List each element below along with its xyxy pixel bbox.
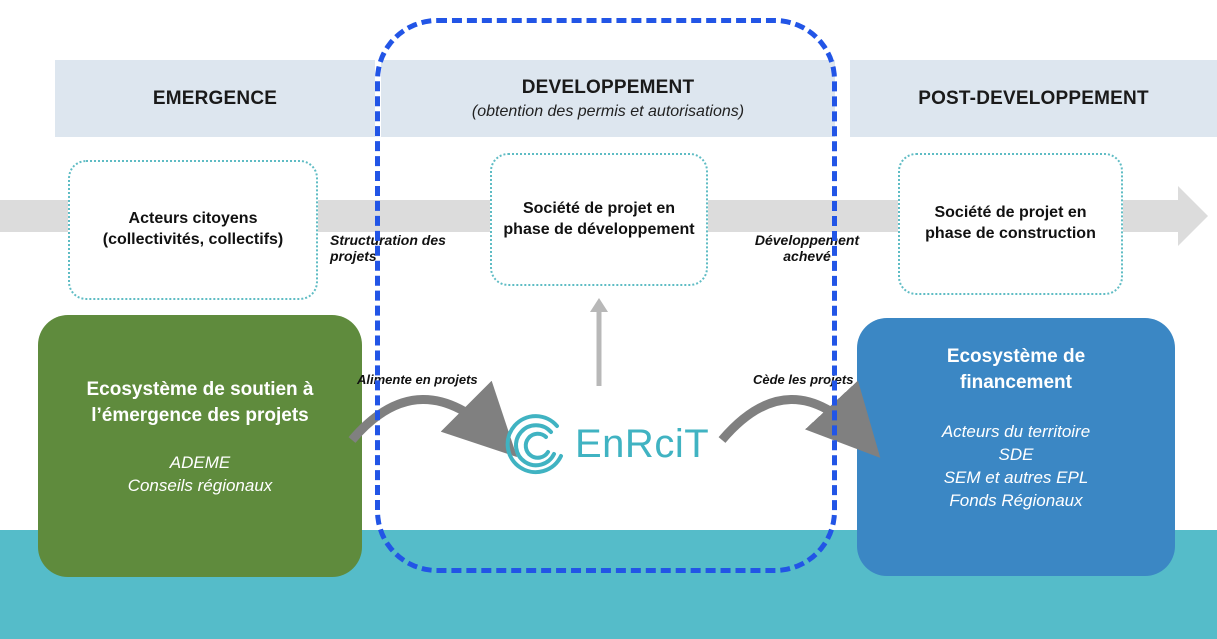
phase-developpement: DEVELOPPEMENT (obtention des permis et a… bbox=[381, 60, 835, 137]
financing-member: SDE bbox=[998, 445, 1034, 465]
feeds-curved-arrow-icon bbox=[348, 380, 518, 458]
enrcit-logo: EnRciT bbox=[505, 412, 709, 476]
financing-member: Fonds Régionaux bbox=[949, 491, 1083, 511]
support-ecosystem-title: Ecosystème de soutien à l’émergence des … bbox=[86, 379, 314, 426]
financing-member: Acteurs du territoire bbox=[941, 422, 1091, 442]
development-dashed-frame bbox=[375, 18, 837, 573]
timeline-arrow-head-icon bbox=[1178, 186, 1208, 246]
phase-subtitle: (obtention des permis et autorisations) bbox=[471, 102, 745, 120]
stage-label: Société de projet en phase de constructi… bbox=[925, 204, 1096, 242]
logo-text: EnRciT bbox=[575, 421, 710, 466]
stage-development-company: Société de projet en phase de développem… bbox=[490, 153, 708, 286]
stage-citizen-actors: Acteurs citoyens (collectivités, collect… bbox=[68, 160, 318, 300]
support-ecosystem-box: Ecosystème de soutien à l’émergence des … bbox=[38, 315, 362, 577]
flow-transfers-label: Cède les projets bbox=[753, 372, 854, 387]
phase-title: EMERGENCE bbox=[152, 87, 278, 109]
transfers-curved-arrow-icon bbox=[718, 380, 881, 458]
stage-label: Acteurs citoyens (collectivités, collect… bbox=[102, 210, 284, 248]
phase-title: POST-DEVELOPPEMENT bbox=[918, 87, 1149, 109]
phase-emergence: EMERGENCE bbox=[55, 60, 375, 137]
phase-title: DEVELOPPEMENT bbox=[521, 76, 695, 98]
financing-member: SEM et autres EPL bbox=[943, 468, 1089, 488]
financing-ecosystem-box: Ecosystème de financement Acteurs du ter… bbox=[857, 318, 1175, 576]
flow-feeds-label: Alimente en projets bbox=[357, 372, 478, 387]
transition-structuring-label: Structuration des projets bbox=[330, 232, 446, 265]
phase-post-developpement: POST-DEVELOPPEMENT bbox=[850, 60, 1217, 137]
support-member: Conseils régionaux bbox=[127, 476, 273, 496]
stage-label: Société de projet en phase de développem… bbox=[503, 199, 695, 238]
enrcit-logo-icon bbox=[505, 414, 563, 475]
support-member: ADEME bbox=[169, 453, 231, 473]
financing-ecosystem-title: Ecosystème de financement bbox=[946, 346, 1086, 393]
stage-construction-company: Société de projet en phase de constructi… bbox=[898, 153, 1123, 295]
